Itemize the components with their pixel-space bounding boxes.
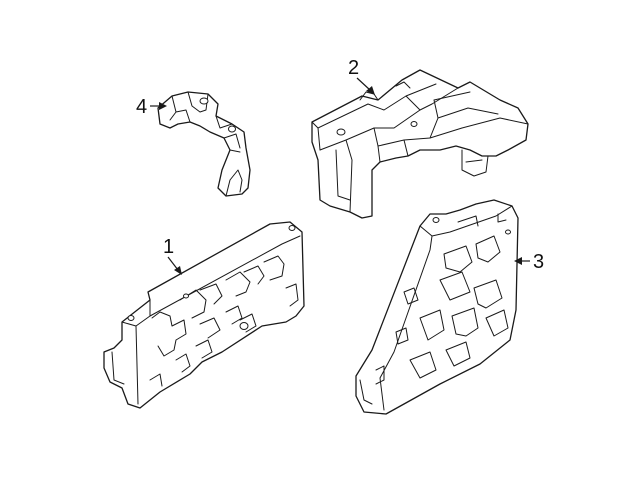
arrow-4-icon [159, 102, 167, 110]
callout-label-2: 2 [348, 57, 359, 79]
arrow-3-icon [514, 257, 522, 265]
arrow-1-icon [174, 266, 182, 275]
callout-label-3: 3 [533, 251, 544, 273]
arrow-2-icon [366, 86, 375, 95]
part-4-bracket [157, 91, 251, 197]
callout-3: 3 [514, 251, 544, 273]
callout-2: 2 [348, 57, 375, 95]
callout-1: 1 [163, 236, 182, 275]
part-1-module [103, 221, 305, 409]
part-2-housing [311, 69, 529, 219]
callout-label-1: 1 [163, 236, 174, 258]
part-3-box [355, 199, 519, 415]
callout-4: 4 [136, 96, 167, 118]
callout-label-4: 4 [136, 96, 147, 118]
